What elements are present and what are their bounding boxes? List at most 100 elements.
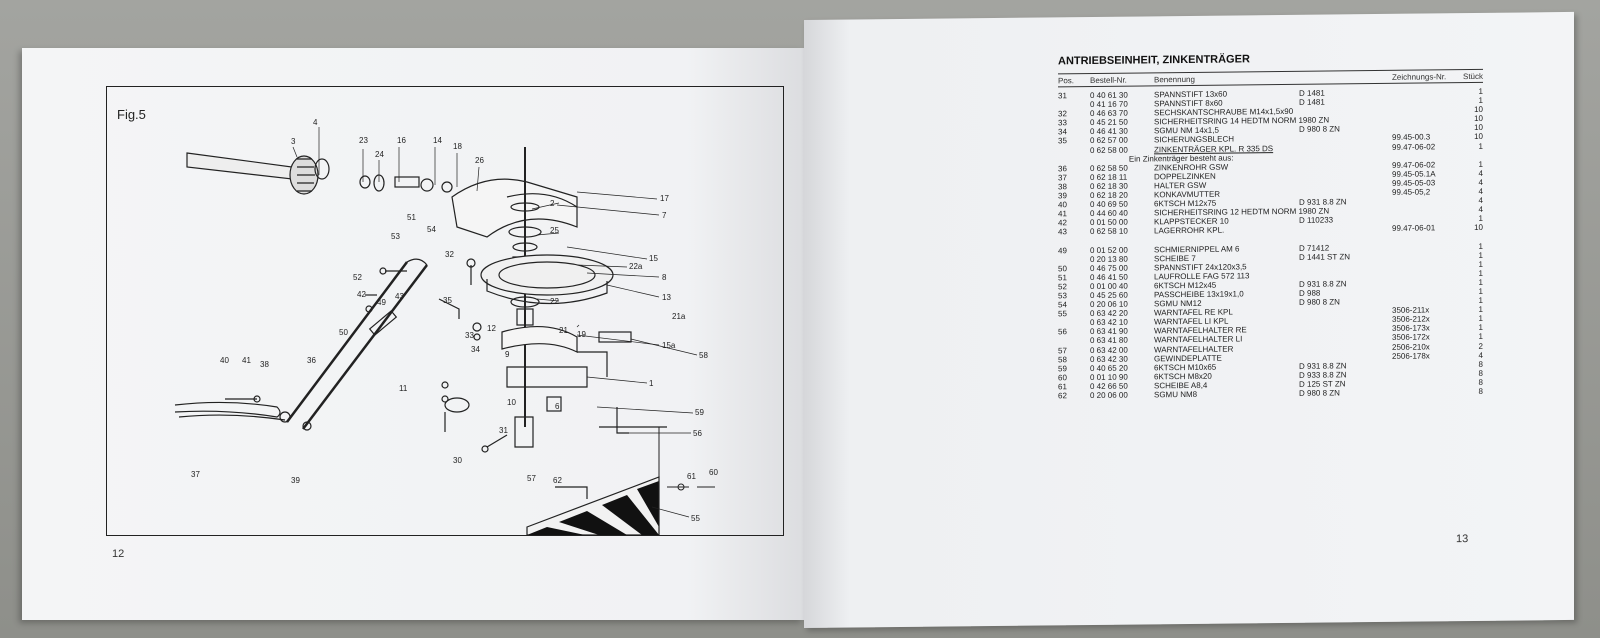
parts-list-title: ANTRIEBSEINHEIT, ZINKENTRÄGER [1058,53,1250,68]
row-pos: 42 [1058,218,1067,228]
parts-list: ANTRIEBSEINHEIT, ZINKENTRÄGER Pos. Beste… [1058,51,1488,401]
figure-frame: Fig.5 [106,86,784,536]
callout-label: 35 [443,296,452,305]
callout-label: 14 [433,136,442,145]
callout-label: 10 [507,398,516,407]
row-pos [1058,100,1090,109]
callout-label: 58 [699,351,708,360]
row-name: LAGERROHR KPL. [1154,226,1225,236]
callout-label: 30 [453,456,462,465]
row-pos: 50 [1058,263,1067,274]
row-pos [1058,318,1090,327]
callout-label: 6 [555,402,560,411]
row-norm: D 980 8 ZN [1299,388,1340,398]
row-pos: 35 [1058,136,1067,146]
callout-label: 54 [427,225,436,234]
row-qty: 10 [1474,105,1483,115]
row-pos: 59 [1058,363,1067,374]
callout-label: 37 [191,470,200,479]
callout-label: 41 [242,356,251,365]
callout-label: 7 [662,211,667,220]
row-pos: 61 [1058,382,1067,392]
row-qty: 1 [1478,141,1483,151]
callout-label: 12 [487,324,496,333]
callout-label: 23 [359,136,368,145]
callout-label: 31 [499,426,508,435]
row-pos: 55 [1058,309,1067,319]
callout-label: 42 [357,290,366,299]
left-page-number: 12 [112,548,125,560]
callout-label: 55 [691,514,700,523]
callout-label: 19 [577,330,586,339]
callout-label: 18 [453,142,462,151]
row-qty: 1 [1478,314,1483,324]
row-drawing-no: 99.47-06-01 [1392,223,1436,234]
row-pos: 40 [1058,200,1067,210]
row-qty: 1 [1478,241,1483,251]
row-qty: 4 [1478,205,1483,215]
callout-label: 53 [391,232,400,241]
row-pos: 37 [1058,173,1067,183]
row-qty: 1 [1478,268,1483,278]
row-pos: 39 [1058,191,1067,201]
row-pos: 49 [1058,245,1067,255]
row-qty: 1 [1478,332,1483,342]
row-qty [1468,150,1488,159]
callout-label: 61 [687,472,696,481]
row-pos: 62 [1058,391,1067,401]
row-qty: 4 [1478,350,1483,360]
callout-label: 16 [397,136,406,145]
callout-label: 4 [313,118,318,127]
callout-label: 49 [377,298,386,307]
row-norm [1299,224,1392,234]
callout-label: 25 [550,226,559,235]
header-drawing-no: Zeichnungs-Nr. [1392,71,1447,82]
callout-label: 15a [662,341,676,350]
row-qty: 8 [1478,386,1483,396]
row-qty: 1 [1478,214,1483,224]
callout-label: 13 [662,293,671,302]
row-qty: 4 [1478,186,1483,196]
row-pos: 43 [1058,227,1067,237]
callout-label: 2 [550,199,555,208]
callout-label: 60 [709,468,718,477]
row-qty: 8 [1478,377,1483,387]
callout-label: 8 [662,273,667,282]
row-qty: 1 [1478,259,1483,269]
callout-label: 43 [395,292,404,301]
callout-label: 21a [672,312,686,321]
row-pos: 33 [1058,118,1067,128]
row-qty: 1 [1478,305,1483,315]
row-qty: 1 [1478,159,1483,169]
row-pos: 32 [1058,109,1067,119]
right-page: ANTRIEBSEINHEIT, ZINKENTRÄGER Pos. Beste… [804,11,1574,629]
row-pos: 31 [1058,91,1067,101]
row-qty: 1 [1478,286,1483,296]
row-pos: 41 [1058,209,1067,219]
callout-label: 3 [291,137,296,146]
row-qty: 2 [1478,341,1483,351]
row-qty: 1 [1478,295,1483,305]
header-name: Benennung [1154,74,1195,84]
callout-label: 26 [475,156,484,165]
callout-label: 21 [559,326,568,335]
callout-label: 9 [505,350,510,359]
row-qty: 10 [1474,223,1483,233]
row-pos: 34 [1058,127,1067,137]
left-page: Fig.5 [22,48,804,620]
callout-label: 32 [445,250,454,259]
callout-label: 17 [660,194,669,203]
row-qty: 4 [1478,177,1483,187]
row-pos: 57 [1058,345,1067,355]
header-order-no: Bestell-Nr. [1090,75,1127,85]
callout-label: 56 [693,429,702,438]
row-qty: 10 [1474,114,1483,124]
row-qty: 10 [1474,132,1483,142]
callout-label: 22a [629,262,643,271]
callout-label: 33 [465,331,474,340]
row-qty: 1 [1478,86,1483,96]
row-pos: 36 [1058,163,1067,174]
